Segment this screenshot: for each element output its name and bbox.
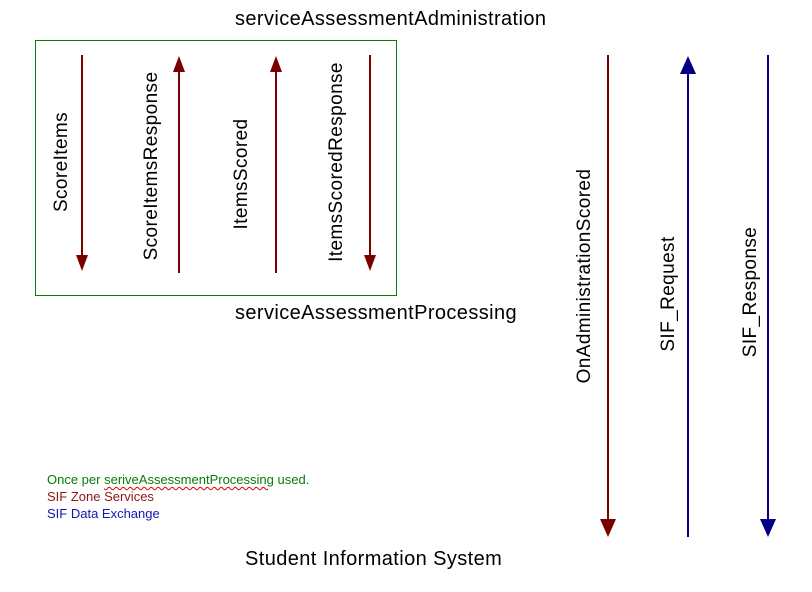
legend-sif-data-exchange: SIF Data Exchange bbox=[47, 506, 160, 521]
legend-note-before: Once per bbox=[47, 472, 105, 487]
items-scored-arrow-line bbox=[275, 71, 277, 273]
student-information-system-label: Student Information System bbox=[245, 548, 503, 570]
score-items-response-arrowhead-up-icon bbox=[173, 56, 185, 72]
score-items-arrow-line bbox=[81, 55, 83, 256]
on-administration-scored-arrowhead-down-icon bbox=[600, 519, 616, 537]
items-scored-label: ItemsScored bbox=[231, 118, 252, 230]
on-administration-scored-label: OnAdministrationScored bbox=[574, 168, 595, 384]
score-items-arrowhead-down-icon bbox=[76, 255, 88, 271]
legend-sif-zone-services: SIF Zone Services bbox=[47, 489, 154, 504]
sif-response-label: SIF_Response bbox=[740, 226, 761, 358]
items-scored-response-arrow-line bbox=[369, 55, 371, 256]
legend-note-after: used. bbox=[273, 472, 310, 487]
items-scored-response-arrowhead-down-icon bbox=[364, 255, 376, 271]
service-assessment-administration-label: serviceAssessmentAdministration bbox=[235, 8, 547, 30]
sif-response-arrow-line bbox=[767, 55, 769, 520]
score-items-label: ScoreItems bbox=[51, 111, 72, 213]
legend-note-misspelled-word: seriveAssessmentProcessing bbox=[104, 472, 274, 487]
sif-request-label: SIF_Request bbox=[658, 236, 679, 352]
service-assessment-processing-label: serviceAssessmentProcessing bbox=[235, 302, 518, 324]
score-items-response-arrow-line bbox=[178, 71, 180, 273]
assessment-processing-box bbox=[35, 40, 397, 296]
items-scored-arrowhead-up-icon bbox=[270, 56, 282, 72]
items-scored-response-label: ItemsScoredResponse bbox=[326, 62, 347, 262]
on-administration-scored-arrow-line bbox=[607, 55, 609, 520]
sif-request-arrow-line bbox=[687, 73, 689, 537]
sif-request-arrowhead-up-icon bbox=[680, 56, 696, 74]
legend: Once per seriveAssessmentProcessing used… bbox=[47, 471, 309, 522]
legend-once-per-note: Once per seriveAssessmentProcessing used… bbox=[47, 471, 309, 488]
score-items-response-label: ScoreItemsResponse bbox=[141, 71, 162, 261]
sif-response-arrowhead-down-icon bbox=[760, 519, 776, 537]
